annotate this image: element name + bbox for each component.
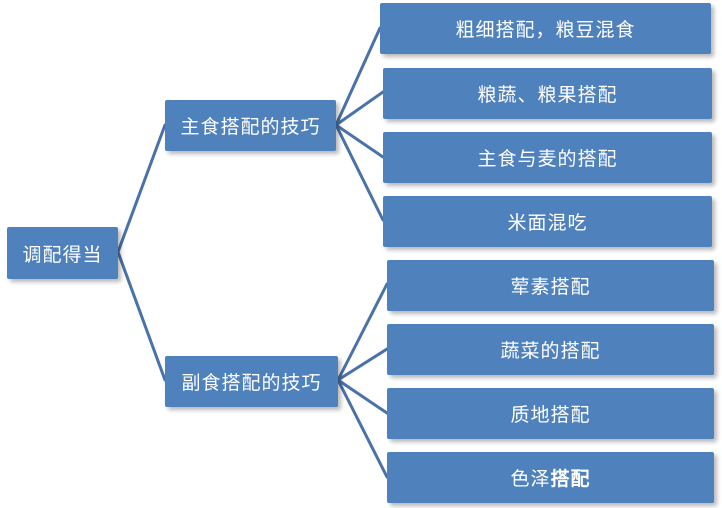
leaf-node: 主食与麦的搭配 <box>383 132 712 183</box>
root-node-label: 调配得当 <box>22 243 103 266</box>
connector-branch-1-to-leaf-1 <box>334 26 382 127</box>
connector-branch-1-to-leaf-2 <box>334 90 385 127</box>
connector-branch-1-to-leaf-4 <box>334 123 385 222</box>
connector-branch-2-to-leaf-2 <box>336 347 389 382</box>
branch-node-side-dishes: 副食搭配的技巧 <box>165 356 338 407</box>
leaf-node: 荤素搭配 <box>387 260 714 311</box>
leaf-node-label-plain: 色泽 <box>510 468 551 490</box>
root-node: 调配得当 <box>7 227 118 279</box>
connector-branch-2-to-leaf-1 <box>336 282 389 382</box>
leaf-node: 粗细搭配，粮豆混食 <box>380 3 711 54</box>
leaf-node-label: 米面混吃 <box>507 212 588 234</box>
connector-root-to-branch-1 <box>116 123 167 254</box>
leaf-node-label: 质地搭配 <box>510 404 591 426</box>
leaf-node-label: 粮蔬、粮果搭配 <box>477 84 618 106</box>
branch-node-label: 主食搭配的技巧 <box>180 116 321 138</box>
connector-branch-2-to-leaf-3 <box>336 378 389 415</box>
branch-node-staple-food: 主食搭配的技巧 <box>165 100 336 151</box>
leaf-node-label: 荤素搭配 <box>510 276 591 298</box>
connector-branch-1-to-leaf-3 <box>334 123 385 159</box>
leaf-node-label: 主食与麦的搭配 <box>477 148 618 170</box>
connector-branch-2-to-leaf-4 <box>336 378 389 479</box>
branch-node-label: 副食搭配的技巧 <box>181 372 322 394</box>
leaf-node-label-bold: 搭配 <box>550 468 591 490</box>
leaf-node: 粮蔬、粮果搭配 <box>383 68 712 119</box>
leaf-node: 质地搭配 <box>387 388 714 439</box>
connector-root-to-branch-2 <box>116 250 167 382</box>
leaf-node: 米面混吃 <box>383 196 712 247</box>
leaf-node-label: 粗细搭配，粮豆混食 <box>455 19 636 41</box>
leaf-node: 色泽搭配 <box>387 452 714 503</box>
leaf-node: 蔬菜的搭配 <box>387 324 714 375</box>
leaf-node-label: 蔬菜的搭配 <box>500 340 601 362</box>
